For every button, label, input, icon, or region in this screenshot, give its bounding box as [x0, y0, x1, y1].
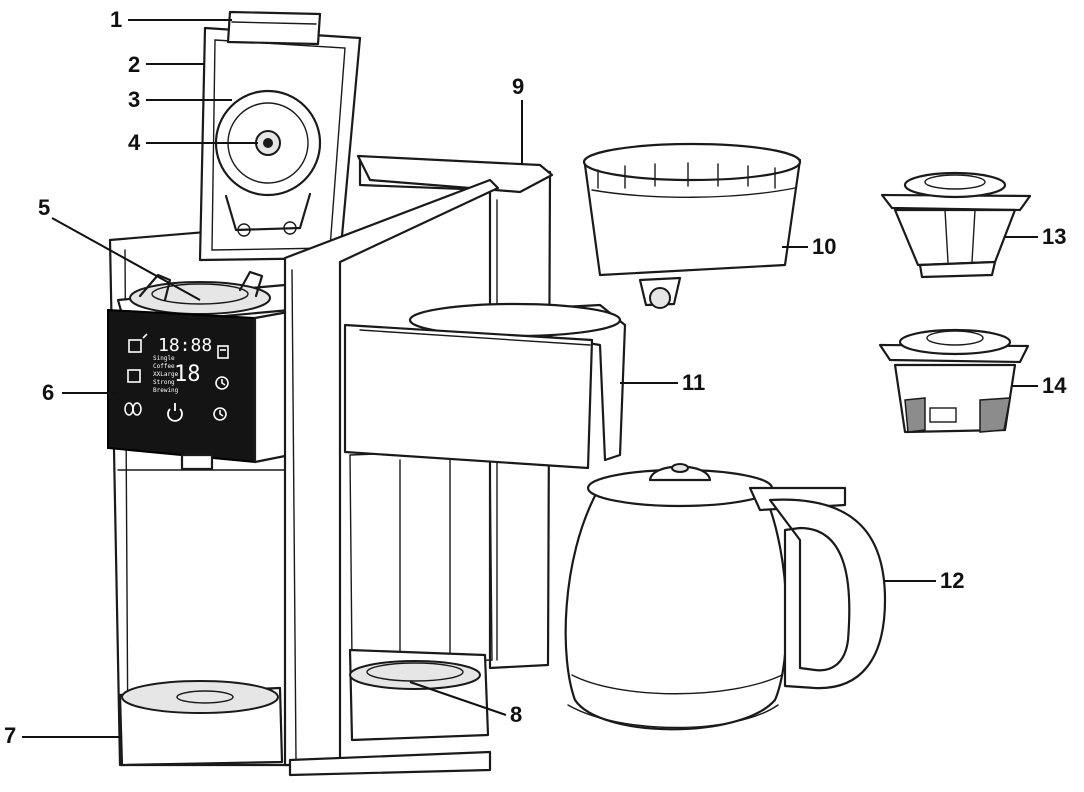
size-label-1: Single: [153, 355, 175, 362]
time-digits: 18:88: [158, 335, 212, 356]
svg-text:9: 9: [512, 74, 524, 99]
svg-text:11: 11: [682, 370, 705, 395]
drip-tray-7: [118, 680, 284, 767]
callout-12: 12: [884, 568, 964, 593]
size-label-2: Coffee: [153, 363, 175, 370]
control-panel-6: 18:88 18 Single Coffee XXLarge Strong Br…: [107, 308, 292, 464]
mug-icon: [127, 369, 141, 383]
coffee-maker-body: 18:88 18 Single Coffee XXLarge Strong Br…: [107, 10, 627, 777]
svg-text:13: 13: [1042, 224, 1066, 249]
cup-digits: 18: [174, 362, 201, 387]
brew-basket-drawer-11: [343, 302, 627, 470]
callout-14: 14: [1012, 373, 1067, 398]
svg-text:3: 3: [128, 87, 140, 112]
svg-text:8: 8: [510, 702, 522, 727]
callout-3: 3: [128, 87, 232, 112]
callout-1: 1: [110, 7, 232, 32]
pod-lid-open: [198, 10, 362, 262]
svg-text:6: 6: [42, 380, 54, 405]
svg-text:7: 7: [4, 723, 16, 748]
svg-text:1: 1: [110, 7, 122, 32]
svg-text:5: 5: [38, 195, 50, 220]
callout-8: 8: [409, 681, 522, 727]
callout-6: 6: [42, 380, 118, 405]
power-icon: [167, 403, 183, 422]
carafe-icon: [217, 345, 229, 359]
pod-icon: [128, 333, 148, 353]
clock-icon: [213, 407, 227, 421]
pod-adapter-13: [880, 171, 1032, 279]
size-label-5: Brewing: [153, 387, 179, 394]
carafe-12: [564, 463, 887, 731]
svg-text:2: 2: [128, 52, 140, 77]
callout-2: 2: [128, 52, 205, 77]
callout-7: 7: [4, 723, 122, 748]
clock-icon: [215, 376, 229, 390]
callout-10: 10: [782, 234, 836, 259]
warming-plate-8: [348, 648, 490, 742]
svg-text:4: 4: [128, 130, 141, 155]
callout-11: 11: [620, 370, 705, 395]
callout-13: 13: [1005, 224, 1066, 249]
size-label-3: XXLarge: [153, 371, 179, 378]
callout-4: 4: [128, 130, 258, 155]
callout-5: 5: [38, 195, 201, 301]
svg-text:10: 10: [812, 234, 836, 259]
filter-basket-10: [582, 142, 802, 309]
pod-holder-5: [129, 270, 271, 315]
svg-text:12: 12: [940, 568, 964, 593]
size-label-4: Strong: [153, 379, 175, 386]
svg-text:14: 14: [1042, 373, 1067, 398]
callout-9: 9: [512, 74, 524, 165]
coffee-beans-icon: [124, 402, 142, 416]
pod-adapter-14: [878, 328, 1030, 434]
